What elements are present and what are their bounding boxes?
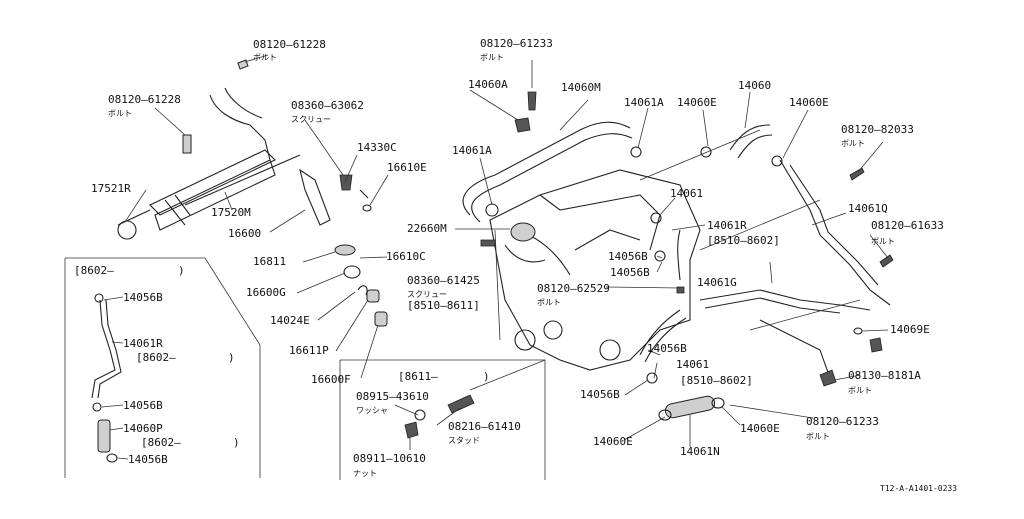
part-label: 08120–61233 (806, 415, 879, 428)
part-label: 14056B (647, 342, 687, 355)
part-label-ja: ボルト (806, 432, 830, 441)
bracket-range-start: [8611– (398, 370, 438, 383)
part-label-ja: スタッド (448, 436, 480, 445)
part-label-ja: ナット (353, 469, 377, 478)
leader-lines (101, 54, 889, 460)
part-label: [8510–8611] (407, 299, 480, 312)
part-label: 08360–63062 (291, 99, 364, 112)
part-label: 08120–61228 (253, 38, 326, 51)
part-label: 08915–43610 (356, 390, 429, 403)
part-label: 14056B (580, 388, 620, 401)
part-label: 17521R (91, 182, 131, 195)
part-label-ja: スクリュー (407, 290, 447, 299)
bracket-range-end: ) (483, 370, 490, 383)
part-label: 08120–82033 (841, 123, 914, 136)
inset-range-start: [8602– (74, 264, 114, 277)
part-label-ja: スクリュー (291, 115, 331, 124)
part-label: 14060E (789, 96, 829, 109)
part-label-ja: ボルト (253, 53, 277, 62)
part-label: 14061R (707, 219, 747, 232)
part-label: ) (228, 351, 235, 364)
part-label: 17520M (211, 206, 251, 219)
part-label: 14060E (677, 96, 717, 109)
part-label: 16600F (311, 373, 351, 386)
part-label: ) (233, 436, 240, 449)
part-label: 08360–61425 (407, 274, 480, 287)
part-label-ja: ボルト (848, 386, 872, 395)
part-label: 14061 (676, 358, 710, 371)
fuel-rail-assembly (117, 59, 331, 240)
part-label: 14069E (890, 323, 930, 336)
part-label-ja: ワッシャ (356, 406, 388, 415)
part-label: 16611P (289, 344, 329, 357)
part-label: 16600G (246, 286, 286, 299)
part-label: 14061N (680, 445, 720, 458)
part-label: [8510–8602] (680, 374, 753, 387)
inset-box (64, 257, 261, 478)
part-label: 14056B (608, 250, 648, 263)
part-label: 16600 (228, 227, 262, 240)
part-label: 14061R (123, 337, 163, 350)
inset-range-end: ) (178, 264, 185, 277)
part-label: 14056B (128, 453, 168, 466)
part-label: 14061A (452, 144, 492, 157)
fasteners (404, 167, 894, 439)
part-label: 14061A (624, 96, 664, 109)
part-label: 14024E (270, 314, 310, 327)
part-label: 08216–61410 (448, 420, 521, 433)
part-label: 16610E (387, 161, 427, 174)
part-label: 08911–10610 (353, 452, 426, 465)
part-label: 22660M (407, 222, 447, 235)
part-label: 14060A (468, 78, 508, 91)
part-label: 08120–61228 (108, 93, 181, 106)
part-label: 08120–61233 (480, 37, 553, 50)
part-label: 14060 (738, 79, 772, 92)
part-label: 14056B (123, 399, 163, 412)
part-label: 14060E (740, 422, 780, 435)
part-label-ja: ボルト (871, 237, 895, 246)
part-label: 14060M (561, 81, 601, 94)
part-label-ja: ボルト (537, 298, 561, 307)
part-label: 08120–62529 (537, 282, 610, 295)
hoses (462, 91, 891, 421)
part-label-ja: ボルト (841, 139, 865, 148)
part-label-ja: ボルト (480, 53, 504, 62)
part-label: 14056B (610, 266, 650, 279)
part-label: [8510–8602] (707, 234, 780, 247)
part-label: 16610C (386, 250, 426, 263)
part-label: 08120–61633 (871, 219, 944, 232)
part-label: [8602– (141, 436, 181, 449)
part-label-ja: ボルト (108, 109, 132, 118)
part-label: 14061 (670, 187, 704, 200)
engine-block (489, 169, 701, 371)
part-label: 14061Q (848, 202, 888, 215)
injector-parts (334, 174, 388, 327)
part-label: [8602– (136, 351, 176, 364)
part-label: 16811 (253, 255, 287, 268)
part-label: 14330C (357, 141, 397, 154)
part-label: 14060P (123, 422, 163, 435)
part-label: 14060E (593, 435, 633, 448)
part-label: 14061G (697, 276, 737, 289)
part-label: 08130–8181A (848, 369, 921, 382)
part-label: 14056B (123, 291, 163, 304)
figure-code: T12-A-A1401-0233 (880, 484, 958, 493)
